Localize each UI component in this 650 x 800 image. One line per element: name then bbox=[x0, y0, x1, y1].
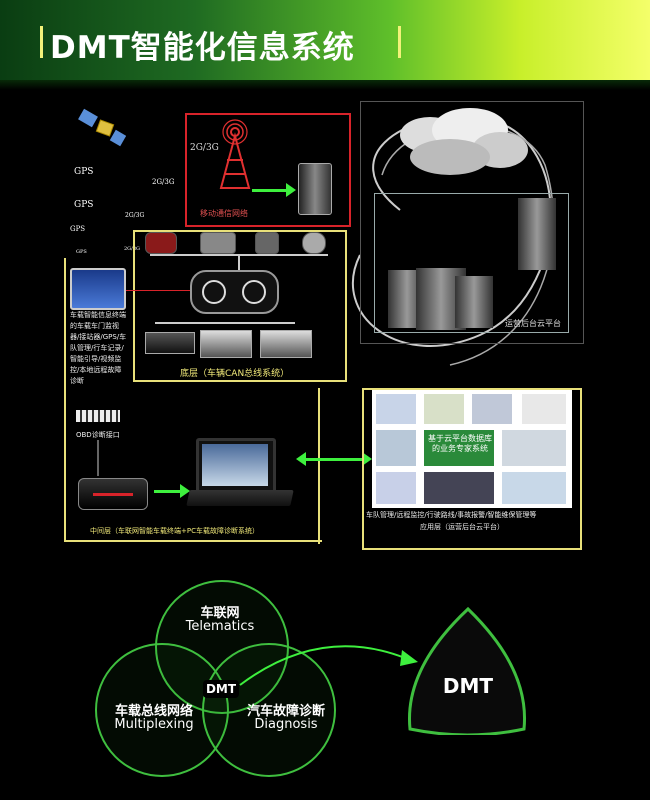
terminal-description: 车载智能信息终端的车载车门监视器/接站器/GPS/车队管理/行车记录/智能引导/… bbox=[70, 310, 128, 387]
server-icon bbox=[298, 163, 332, 215]
app-overlay-text: 基于云平台数据库的业务专家系统 bbox=[428, 434, 492, 454]
abs-module-icon bbox=[255, 232, 279, 254]
signal-label: 2G/3G bbox=[190, 143, 219, 153]
gearbox-icon bbox=[200, 232, 236, 254]
collage-tile bbox=[502, 472, 566, 504]
collage-tile bbox=[424, 394, 464, 424]
diagnosis-box-icon bbox=[78, 478, 148, 510]
gps-label-4: GPS bbox=[76, 249, 87, 255]
tower-server-icon-3 bbox=[455, 276, 493, 328]
title-bar-left bbox=[40, 26, 43, 58]
title-bar-right bbox=[398, 26, 401, 58]
app-layer-line1: 车队管理/远程监控/行驶路线/事故报警/智能维保管理等 bbox=[366, 510, 536, 520]
g23-label-1: 2G/3G bbox=[152, 178, 174, 186]
dmt-result-shape bbox=[402, 605, 534, 735]
engine-icon bbox=[145, 232, 177, 254]
laptop-cloud-link bbox=[302, 458, 366, 461]
satellite-icon bbox=[78, 108, 126, 148]
laptop-screen-icon bbox=[196, 438, 276, 494]
cloud-icon bbox=[390, 105, 530, 185]
collage-tile bbox=[376, 394, 416, 424]
collage-tile bbox=[522, 394, 566, 424]
gps-label-1: GPS bbox=[74, 167, 93, 177]
gps-label-3: GPS bbox=[70, 225, 85, 233]
venn-right-sub: Diagnosis bbox=[236, 717, 336, 732]
obd-connector-icon bbox=[76, 410, 120, 422]
rack-server-icon bbox=[518, 198, 556, 270]
collage-photo bbox=[424, 472, 494, 504]
obd-cable bbox=[97, 440, 99, 476]
app-layer-line2: 应用层（运营后台云平台） bbox=[420, 522, 504, 532]
dmt-result-label: DMT bbox=[418, 674, 518, 698]
venn-left-sub: Multiplexing bbox=[104, 717, 204, 732]
collage-tile bbox=[472, 394, 512, 424]
page-title: DMT智能化信息系统 bbox=[50, 22, 355, 67]
collage-tile bbox=[376, 430, 416, 466]
collage-tile bbox=[376, 472, 416, 504]
middle-layer-right-edge bbox=[318, 388, 320, 544]
cell-tower-icon bbox=[215, 118, 255, 190]
arrow-head-icon bbox=[286, 183, 296, 197]
mobile-network-caption: 移动通信网络 bbox=[200, 208, 248, 219]
cloud-caption: 运营后台云平台 bbox=[505, 318, 561, 329]
obd-caption: OBD诊断接口 bbox=[76, 430, 120, 440]
diagnosis-box-stripe bbox=[93, 493, 133, 496]
arrow-left-icon bbox=[296, 452, 306, 466]
laptop-keyboard-icon bbox=[186, 490, 293, 506]
g23-label-2: 2G/3G bbox=[125, 212, 144, 219]
laptop-display bbox=[202, 444, 268, 486]
venn-to-result-arrow bbox=[230, 630, 430, 700]
header-shadow bbox=[0, 80, 650, 90]
middle-layer-caption: 中间层（车联网智能车载终端+PC车载故障诊断系统） bbox=[90, 526, 259, 536]
terminal-screen-icon bbox=[70, 268, 126, 310]
sensor-icon bbox=[302, 232, 326, 254]
gps-label-2: GPS bbox=[74, 200, 93, 210]
collage-tile bbox=[502, 430, 566, 466]
